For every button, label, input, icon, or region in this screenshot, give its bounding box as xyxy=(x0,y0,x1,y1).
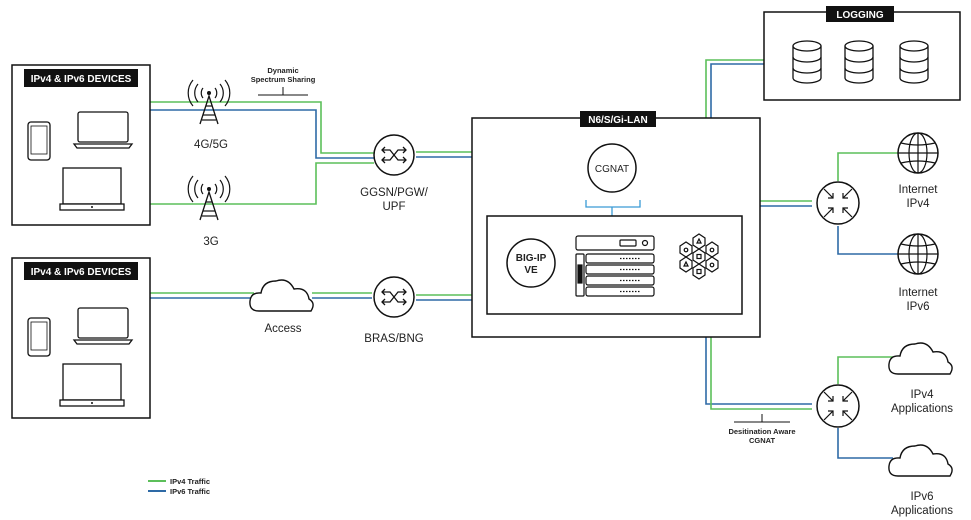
traffic-lines xyxy=(150,59,898,459)
internet-ipv4-label-1: Internet xyxy=(899,184,939,196)
monitor-icon xyxy=(59,167,125,211)
server-stack-icon xyxy=(575,235,655,297)
database-icon xyxy=(844,40,874,84)
app-router-icon xyxy=(816,384,860,428)
gilan-box: N6/S/Gi-LAN CGNAT BIG-IP VE xyxy=(471,111,761,338)
apps-ipv4-label-2: Applications xyxy=(891,403,953,415)
gilan-header: N6/S/Gi-LAN xyxy=(588,115,647,126)
bras-switch-icon xyxy=(373,276,415,318)
legend-label-ipv6: IPv6 Traffic xyxy=(170,487,210,496)
bigip-label-1: BIG-IP xyxy=(516,253,547,264)
dest-aware-label-1: Desitination Aware xyxy=(728,427,795,436)
database-icon xyxy=(899,40,929,84)
legend-label-ipv4: IPv4 Traffic xyxy=(170,477,210,486)
tablet-icon xyxy=(27,317,51,357)
gateway-label-2: UPF xyxy=(383,201,406,213)
access-cloud-icon xyxy=(249,279,314,312)
app-cloud-icon-ipv6 xyxy=(888,444,953,477)
apps-ipv6-label-2: Applications xyxy=(891,505,953,517)
tower-label-4g5g: 4G/5G xyxy=(194,139,228,151)
gateway-switch-icon xyxy=(373,134,415,176)
app-cloud-icon-ipv4 xyxy=(888,342,953,375)
globe-icon-ipv6 xyxy=(897,233,939,275)
cgnat-node xyxy=(587,143,637,193)
gateway-label-1: GGSN/PGW/ xyxy=(360,187,429,199)
laptop-icon xyxy=(73,111,133,149)
hex-module-icon xyxy=(679,233,719,280)
globe-icon-ipv4 xyxy=(897,132,939,174)
apps-ipv6-label-1: IPv6 xyxy=(910,491,933,503)
devices-box-bottom: IPv4 & IPv6 DEVICES xyxy=(11,257,151,419)
internet-ipv6-label-1: Internet xyxy=(899,287,939,299)
access-label: Access xyxy=(264,323,301,335)
logging-box: LOGGING xyxy=(763,6,961,101)
logging-header: LOGGING xyxy=(836,10,883,21)
database-icon xyxy=(792,40,822,84)
cgnat-label: CGNAT xyxy=(595,164,629,175)
internet-ipv4-label-2: IPv4 xyxy=(906,198,930,210)
dest-aware-label-2: CGNAT xyxy=(749,436,776,445)
spectrum-sharing-note: Dynamic Spectrum Sharing xyxy=(251,66,316,96)
devices-header-bottom: IPv4 & IPv6 DEVICES xyxy=(31,267,132,278)
devices-box-top: IPv4 & IPv6 DEVICES xyxy=(11,64,151,226)
apps-ipv4-label-1: IPv4 xyxy=(910,389,934,401)
internet-ipv6-label-2: IPv6 xyxy=(906,301,929,313)
laptop-icon xyxy=(73,307,133,345)
dest-aware-note: Desitination Aware CGNAT xyxy=(728,414,796,445)
tablet-icon xyxy=(27,121,51,161)
monitor-icon xyxy=(59,363,125,407)
devices-header-top: IPv4 & IPv6 DEVICES xyxy=(31,74,132,85)
cgnat-connector xyxy=(585,200,641,216)
bigip-node xyxy=(506,238,556,288)
spectrum-label-2: Spectrum Sharing xyxy=(251,75,316,84)
bigip-label-2: VE xyxy=(524,265,538,276)
tower-label-3g: 3G xyxy=(203,236,218,248)
spectrum-label-1: Dynamic xyxy=(267,66,298,75)
legend: IPv4 Traffic IPv6 Traffic xyxy=(148,477,210,496)
cell-tower-icon-3g xyxy=(187,175,231,221)
bras-label: BRAS/BNG xyxy=(364,333,423,345)
internet-router-icon xyxy=(816,181,860,225)
